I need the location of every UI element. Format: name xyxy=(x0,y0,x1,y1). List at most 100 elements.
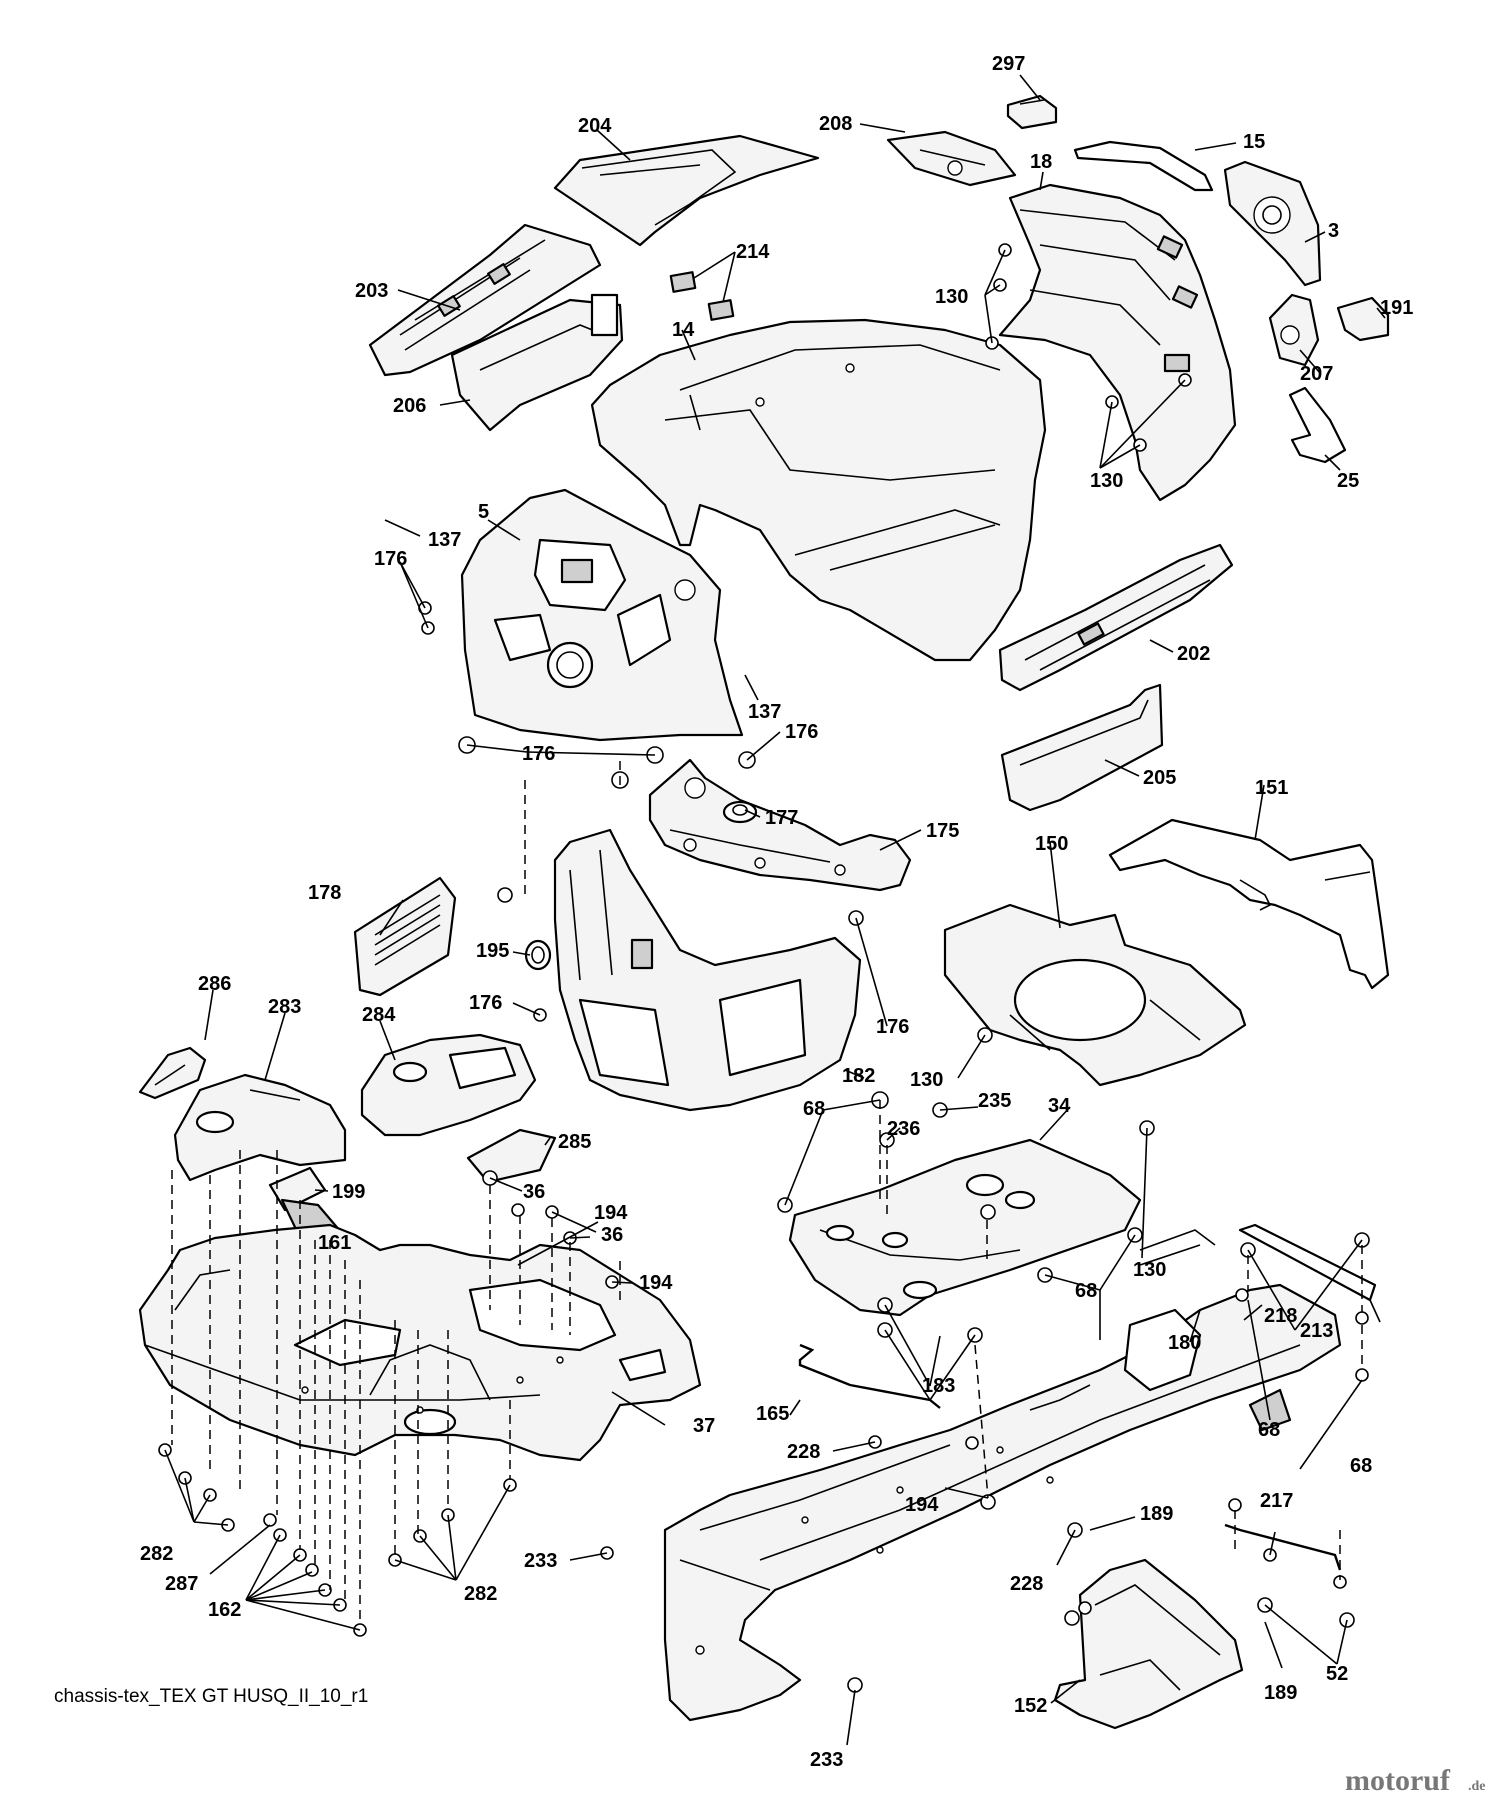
callout-label: 137 xyxy=(748,701,781,723)
part-34-plate xyxy=(788,1138,1142,1317)
part-25-trim xyxy=(1288,386,1347,464)
part-37-fender xyxy=(138,1223,702,1462)
part-205-panel xyxy=(1000,683,1164,812)
callout-label: 36 xyxy=(601,1224,623,1246)
callout-label: 191 xyxy=(1380,297,1413,319)
watermark-text: motoruf xyxy=(1345,1764,1451,1797)
callout-label: 130 xyxy=(1133,1259,1166,1281)
callout-label: 162 xyxy=(208,1599,241,1621)
callout-label: 25 xyxy=(1337,470,1359,492)
callout-label: 52 xyxy=(1326,1663,1348,1685)
callout-label: 283 xyxy=(268,996,301,1018)
callout-label: 189 xyxy=(1264,1682,1297,1704)
callout-label: 236 xyxy=(887,1118,920,1140)
callout-label: 228 xyxy=(1010,1573,1043,1595)
callout-label: 189 xyxy=(1140,1503,1173,1525)
callout-label: 207 xyxy=(1300,363,1333,385)
callout-label: 3 xyxy=(1328,220,1339,242)
callout-labels: 297 204 208 15 18 3 214 203 130 191 14 2… xyxy=(140,53,1413,1771)
callout-label: 150 xyxy=(1035,833,1068,855)
part-165-rod xyxy=(798,1343,941,1409)
callout-label: 176 xyxy=(522,743,555,765)
callout-label: 228 xyxy=(787,1441,820,1463)
callout-label: 68 xyxy=(1258,1419,1280,1441)
callout-label: 297 xyxy=(992,53,1025,75)
callout-label: 235 xyxy=(978,1090,1011,1112)
part-284 xyxy=(360,1033,537,1137)
callout-label: 282 xyxy=(464,1583,497,1605)
callout-label: 130 xyxy=(935,286,968,308)
callout-label: 37 xyxy=(693,1415,715,1437)
callout-label: 165 xyxy=(756,1403,789,1425)
watermark-logo: motoruf .de xyxy=(1345,1764,1486,1797)
part-283 xyxy=(173,1073,347,1182)
callout-label: 233 xyxy=(524,1550,557,1572)
callout-label: 287 xyxy=(165,1573,198,1595)
callout-label: 218 xyxy=(1264,1305,1297,1327)
part-191-block xyxy=(1336,296,1390,342)
part-203-grille xyxy=(368,223,602,377)
callout-label: 204 xyxy=(578,115,612,137)
callout-label: 194 xyxy=(594,1202,628,1224)
part-285 xyxy=(466,1128,557,1184)
part-206-bracket xyxy=(450,293,624,432)
part-150-mount xyxy=(943,903,1247,1087)
leader-lines xyxy=(164,74,1386,1746)
callout-label: 36 xyxy=(523,1181,545,1203)
callout-label: 161 xyxy=(318,1232,351,1254)
part-5-dash xyxy=(460,488,744,742)
part-217-rod xyxy=(1224,1523,1342,1571)
callout-label: 177 xyxy=(765,807,798,829)
callout-label: 205 xyxy=(1143,767,1176,789)
callout-label: 214 xyxy=(736,241,770,263)
callout-label: 202 xyxy=(1177,643,1210,665)
callout-label: 206 xyxy=(393,395,426,417)
part-204-hood-top xyxy=(553,134,820,247)
callout-label: 15 xyxy=(1243,131,1265,153)
callout-label: 199 xyxy=(332,1181,365,1203)
callout-label: 282 xyxy=(140,1543,173,1565)
watermark-suffix: .de xyxy=(1468,1779,1486,1794)
callout-label: 175 xyxy=(926,820,959,842)
callout-label: 195 xyxy=(476,940,509,962)
callout-label: 151 xyxy=(1255,777,1288,799)
part-195-grommet xyxy=(524,939,552,971)
callout-label: 68 xyxy=(803,1098,825,1120)
callout-label: 5 xyxy=(478,501,489,523)
callout-label: 152 xyxy=(1014,1695,1047,1717)
diagram-caption: chassis-tex_TEX GT HUSQ_II_10_r1 xyxy=(54,1686,368,1707)
callout-label: 14 xyxy=(672,319,695,341)
part-3-panel xyxy=(1223,160,1322,287)
callout-label: 176 xyxy=(374,548,407,570)
part-286 xyxy=(138,1046,207,1100)
assembly-lines xyxy=(171,760,1363,1625)
callout-label: 233 xyxy=(810,1749,843,1771)
callout-label: 130 xyxy=(910,1069,943,1091)
part-178-vent xyxy=(353,876,457,997)
callout-label: 203 xyxy=(355,280,388,302)
part-15-trim xyxy=(1073,140,1214,192)
callout-label: 194 xyxy=(905,1494,939,1516)
callout-label: 208 xyxy=(819,113,852,135)
part-182-housing xyxy=(553,828,862,1112)
part-175-plate xyxy=(648,758,912,892)
part-177-grommet xyxy=(722,800,758,824)
callout-label: 182 xyxy=(842,1065,875,1087)
callout-label: 176 xyxy=(876,1016,909,1038)
part-218-bracket xyxy=(1238,1223,1377,1302)
part-14-hood xyxy=(590,318,1047,662)
callout-label: 68 xyxy=(1350,1455,1372,1477)
callout-label: 284 xyxy=(362,1004,396,1026)
callout-label: 178 xyxy=(308,882,341,904)
part-207-bezel xyxy=(1268,293,1320,367)
callout-label: 285 xyxy=(558,1131,591,1153)
part-202-grille xyxy=(998,543,1234,692)
callout-label: 176 xyxy=(785,721,818,743)
callout-label: 194 xyxy=(639,1272,673,1294)
part-208-bracket xyxy=(886,130,1017,187)
callout-label: 217 xyxy=(1260,1490,1293,1512)
part-214-clips xyxy=(669,271,735,321)
part-297 xyxy=(1006,94,1058,130)
callout-label: 180 xyxy=(1168,1332,1201,1354)
callout-label: 213 xyxy=(1300,1320,1333,1342)
